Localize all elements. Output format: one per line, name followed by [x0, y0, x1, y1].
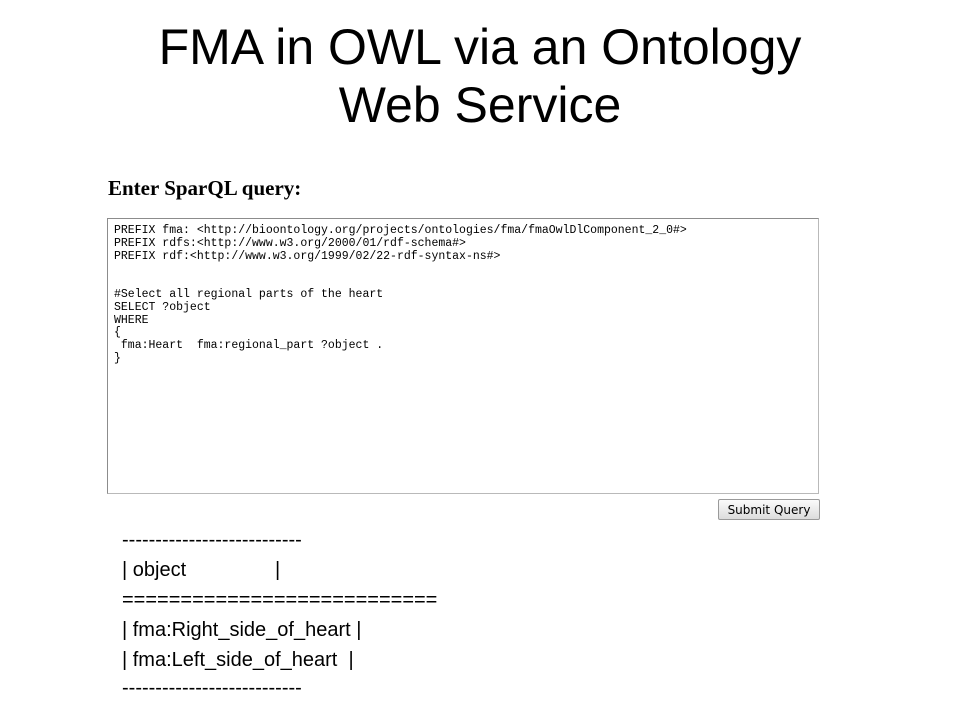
- slide-title-line-1: FMA in OWL via an Ontology: [158, 19, 802, 75]
- results-header-rule: ===========================: [122, 589, 438, 611]
- submit-query-button[interactable]: Submit Query: [718, 499, 820, 520]
- results-border-top: ---------------------------: [122, 529, 302, 551]
- slide-title: FMA in OWL via an Ontology Web Service: [0, 18, 960, 134]
- results-border-bottom: ---------------------------: [122, 677, 302, 699]
- results-row: | fma:Right_side_of_heart |: [122, 619, 362, 641]
- query-label: Enter SparQL query:: [108, 176, 302, 200]
- results-header: | object |: [122, 559, 281, 581]
- results-row: | fma:Left_side_of_heart |: [122, 649, 354, 671]
- slide-title-line-2: Web Service: [338, 77, 622, 133]
- sparql-query-input[interactable]: PREFIX fma: <http://bioontology.org/proj…: [107, 218, 819, 494]
